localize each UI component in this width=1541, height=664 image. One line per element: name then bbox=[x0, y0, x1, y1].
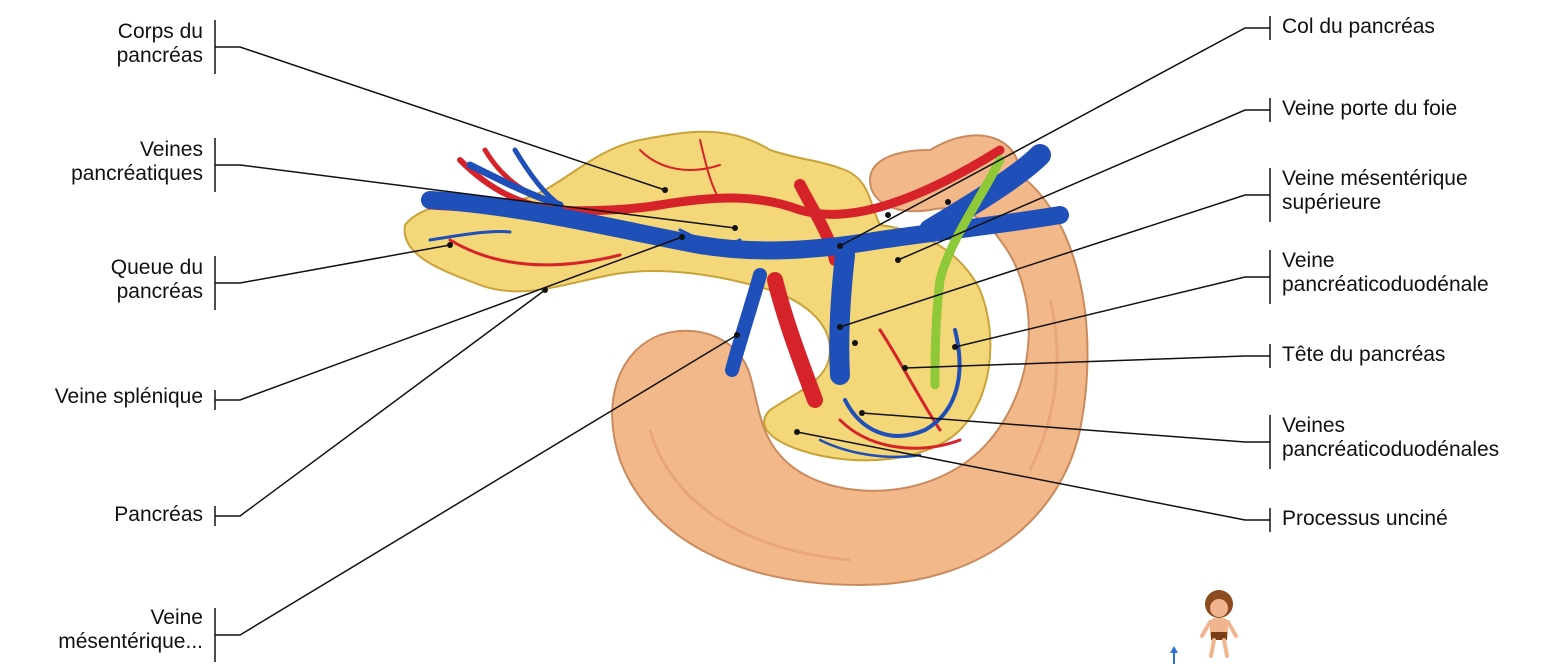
body-orientation-figure-icon bbox=[1202, 590, 1236, 656]
label-queue-du-pancreas: Queue du pancréas bbox=[111, 256, 203, 304]
up-arrow-icon bbox=[1170, 646, 1178, 664]
label-col-du-pancreas: Col du pancréas bbox=[1282, 15, 1435, 39]
label-veine-mesenterique: Veine mésentérique... bbox=[58, 606, 203, 654]
label-veine-pancreaticoduodenale: Veine pancréaticoduodénale bbox=[1282, 249, 1489, 297]
label-pancreas: Pancréas bbox=[114, 503, 203, 527]
label-veine-mesenterique-superieure: Veine mésentérique supérieure bbox=[1282, 167, 1468, 215]
label-veine-splenique: Veine splénique bbox=[55, 385, 203, 409]
label-processus-uncine: Processus unciné bbox=[1282, 507, 1448, 531]
label-veines-pancreaticoduodenales: Veines pancréaticoduodénales bbox=[1282, 414, 1499, 462]
label-veine-porte-du-foie: Veine porte du foie bbox=[1282, 97, 1457, 121]
label-corps-du-pancreas: Corps du pancréas bbox=[117, 20, 203, 68]
label-tete-du-pancreas: Tête du pancréas bbox=[1282, 343, 1445, 367]
label-veines-pancreatiques: Veines pancréatiques bbox=[71, 138, 203, 186]
